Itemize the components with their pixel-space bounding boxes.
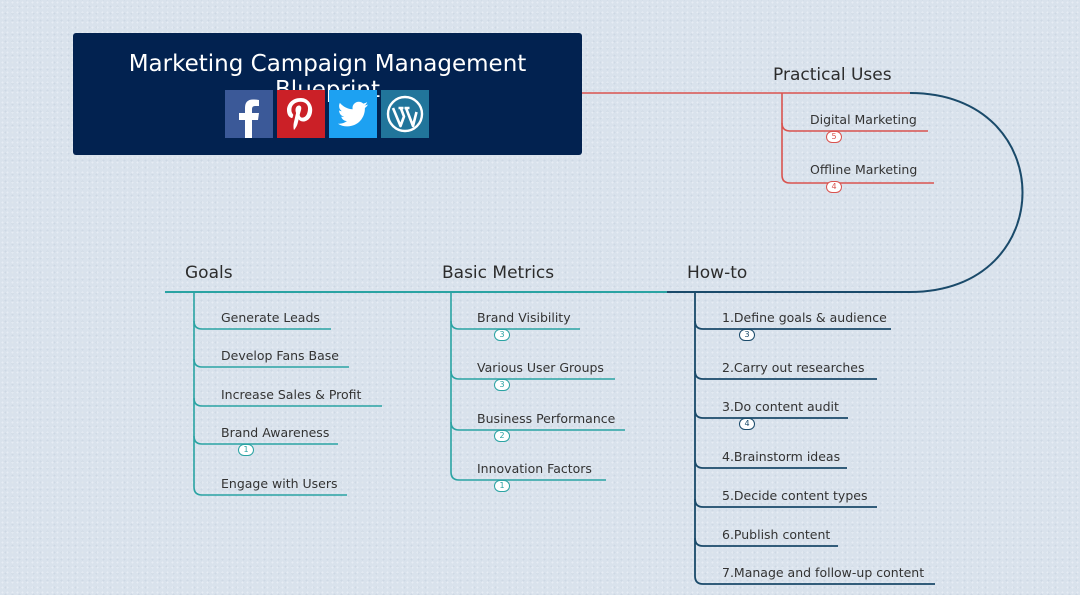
subtopic-generate-leads[interactable]: Generate Leads <box>221 310 320 325</box>
social-icons <box>225 90 429 138</box>
facebook-icon[interactable] <box>225 90 273 138</box>
connector-step-3 <box>694 409 848 419</box>
topic-basic-metrics[interactable]: Basic Metrics <box>442 263 555 283</box>
topic-goals[interactable]: Goals <box>185 263 233 283</box>
connector-increase-sales <box>193 397 382 407</box>
count-badge-offline-marketing: 4 <box>826 181 842 193</box>
connector-step-6 <box>694 537 838 547</box>
subtopic-step-5[interactable]: 5.Decide content types <box>722 488 868 503</box>
connector-howto-spine <box>694 292 935 585</box>
connector-brand-visibility <box>450 320 580 330</box>
count-badge-innovation-factors: 1 <box>494 480 510 492</box>
connector-business-performance <box>450 421 625 431</box>
count-badge-user-groups: 3 <box>494 379 510 391</box>
subtopic-step-6[interactable]: 6.Publish content <box>722 527 831 542</box>
count-badge-step-1: 3 <box>739 329 755 341</box>
topic-how-to[interactable]: How-to <box>687 263 748 283</box>
connector-step-1 <box>694 320 891 330</box>
twitter-icon[interactable] <box>329 90 377 138</box>
subtopic-innovation-factors[interactable]: Innovation Factors <box>477 461 592 476</box>
subtopic-brand-visibility[interactable]: Brand Visibility <box>477 310 571 325</box>
subtopic-develop-fans-base[interactable]: Develop Fans Base <box>221 348 339 363</box>
subtopic-step-4[interactable]: 4.Brainstorm ideas <box>722 449 841 464</box>
subtopic-offline-marketing[interactable]: Offline Marketing <box>810 162 918 177</box>
count-badge-brand-visibility: 3 <box>494 329 510 341</box>
connector-curve <box>667 92 1024 293</box>
count-badge-step-3: 4 <box>739 418 755 430</box>
count-badge-business-performance: 2 <box>494 430 510 442</box>
title-banner: Marketing Campaign Management Blueprint <box>73 33 582 155</box>
connector-step-4 <box>694 459 847 469</box>
count-badge-digital-marketing: 5 <box>826 131 842 143</box>
connector-generate-leads <box>193 320 331 330</box>
wordpress-icon[interactable] <box>381 90 429 138</box>
subtopic-business-performance[interactable]: Business Performance <box>477 411 616 426</box>
connector-metrics-spine <box>450 292 606 481</box>
subtopic-digital-marketing[interactable]: Digital Marketing <box>810 112 917 127</box>
subtopic-step-1[interactable]: 1.Define goals & audience <box>722 310 887 325</box>
connector-digital-marketing <box>781 122 928 132</box>
connector-practical-uses-spine <box>781 93 791 184</box>
subtopic-step-2[interactable]: 2.Carry out researches <box>722 360 865 375</box>
connector-goals-spine <box>193 292 347 496</box>
connector-step-2 <box>694 370 877 380</box>
pinterest-icon[interactable] <box>277 90 325 138</box>
connector-brand-awareness <box>193 435 338 445</box>
topic-practical-uses[interactable]: Practical Uses <box>773 65 892 85</box>
connector-develop-fans <box>193 358 349 368</box>
count-badge-brand-awareness: 1 <box>238 444 254 456</box>
subtopic-user-groups[interactable]: Various User Groups <box>477 360 604 375</box>
page-title: Marketing Campaign Management Blueprint <box>128 51 527 103</box>
subtopic-engage-users[interactable]: Engage with Users <box>221 476 338 491</box>
subtopic-step-7[interactable]: 7.Manage and follow-up content <box>722 565 925 580</box>
subtopic-step-3[interactable]: 3.Do content audit <box>722 399 839 414</box>
subtopic-increase-sales[interactable]: Increase Sales & Profit <box>221 387 362 402</box>
connector-user-groups <box>450 370 615 380</box>
subtopic-brand-awareness[interactable]: Brand Awareness <box>221 425 330 440</box>
connector-step-5 <box>694 498 877 508</box>
